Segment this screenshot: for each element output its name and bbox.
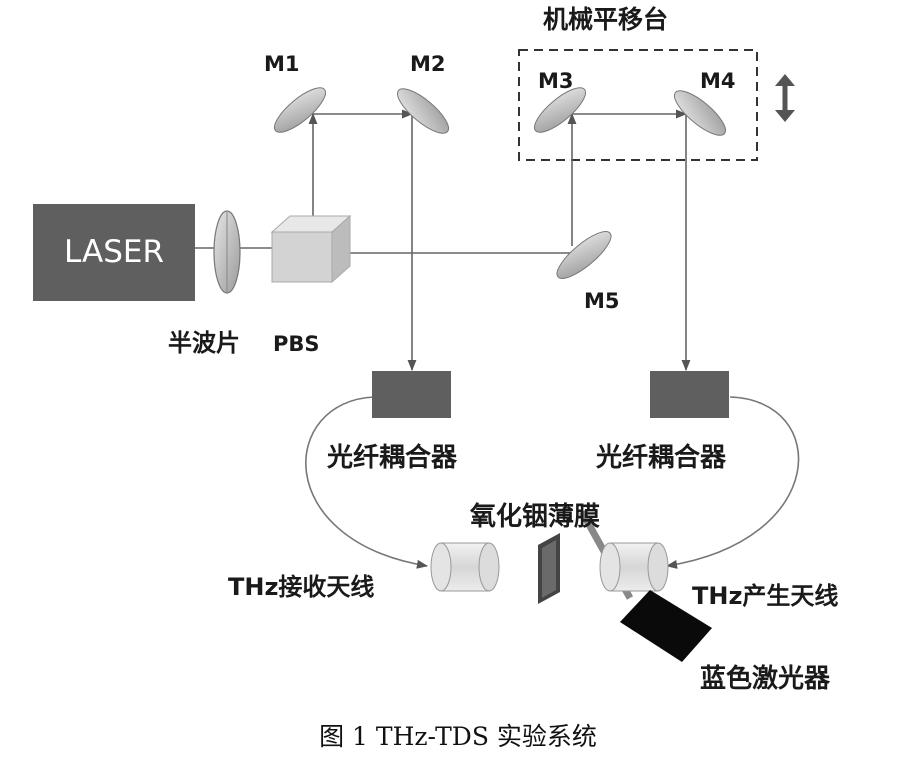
fiber-coupler-right: [650, 371, 729, 418]
mirror-m2-label: M2: [410, 52, 446, 76]
fiber-cables: [305, 396, 800, 569]
fiber-coupler-left: [372, 371, 451, 418]
laser-label: LASER: [64, 234, 164, 270]
pbs-label: PBS: [273, 332, 320, 356]
half-wave-plate-label: 半波片: [168, 329, 240, 357]
stage-movement-arrow-icon: [775, 74, 795, 122]
ito-film-label: 氧化铟薄膜: [469, 502, 600, 532]
fiber-coupler-right-label: 光纤耦合器: [595, 442, 727, 473]
translation-stage-label: 机械平移台: [543, 5, 668, 34]
mirror-m5: [556, 231, 612, 279]
mirror-m4-label: M4: [700, 69, 736, 93]
mirror-m4: [673, 90, 727, 136]
mirror-m1-label: M1: [264, 52, 300, 76]
blue-laser-label: 蓝色激光器: [700, 663, 831, 694]
mirror-m2: [396, 88, 450, 134]
thz-receiver-antenna: [430, 542, 500, 592]
mirror-m5-label: M5: [584, 289, 620, 313]
thz-emitter-label: THz产生天线: [692, 582, 838, 610]
blue-laser: [620, 590, 712, 662]
translation-stage-box: [518, 49, 758, 161]
figure-caption: 图 1 THz-TDS 实验系统: [319, 722, 597, 751]
mirror-m1: [273, 87, 327, 133]
mirror-m3: [533, 87, 587, 133]
thz-receiver-label: THz接收天线: [228, 573, 374, 601]
ito-film-sample: [538, 533, 560, 604]
laser-source: [33, 204, 195, 301]
beam-paths: [195, 109, 691, 600]
thz-emitter-antenna: [599, 542, 669, 592]
fiber-coupler-left-label: 光纤耦合器: [326, 442, 458, 473]
pbs-cube: [270, 214, 352, 284]
mirror-m3-label: M3: [538, 69, 574, 93]
